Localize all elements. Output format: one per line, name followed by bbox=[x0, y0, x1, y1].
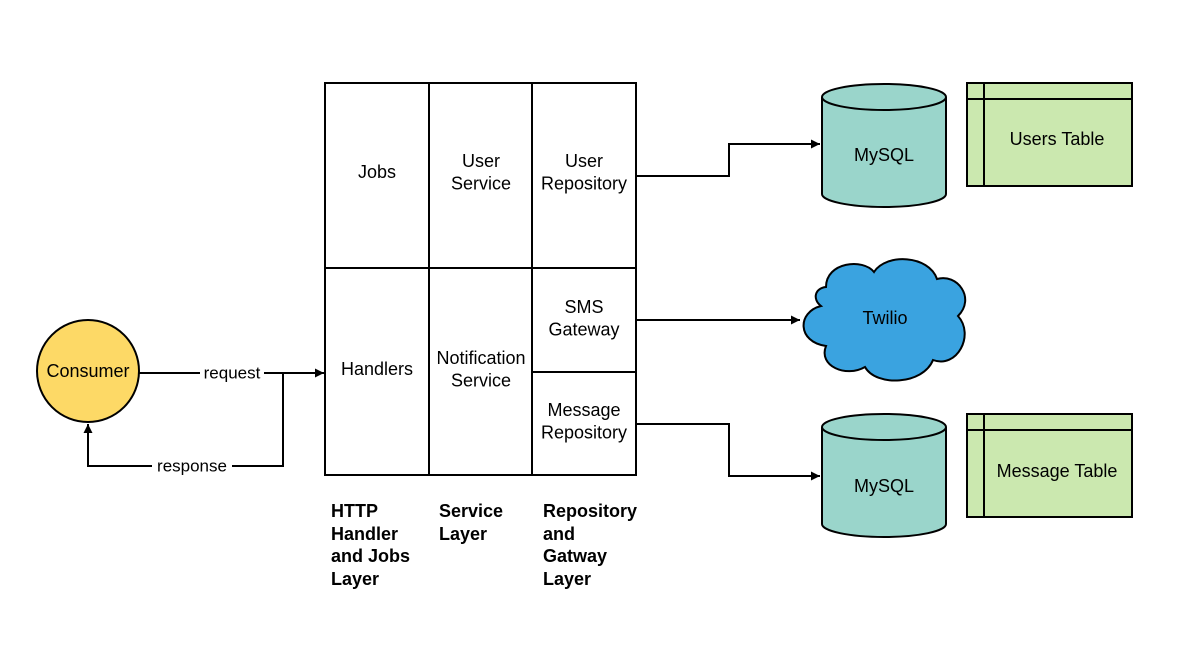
cell-line: Notification bbox=[436, 348, 525, 368]
cell-line: Repository bbox=[541, 422, 627, 442]
service-layer-label: Service Layer bbox=[439, 501, 504, 544]
users-table: Users Table bbox=[966, 82, 1133, 187]
cell-line: SMS bbox=[564, 297, 603, 317]
jobs-cell: Jobs bbox=[358, 162, 396, 182]
response-label: response bbox=[157, 457, 227, 476]
cell-line: User bbox=[462, 151, 500, 171]
consumer-label: Consumer bbox=[46, 361, 129, 381]
cell-line: Gateway bbox=[548, 319, 619, 339]
cell-line: Message bbox=[547, 400, 620, 420]
edge-label-bg bbox=[155, 456, 229, 476]
cell-line: Service bbox=[451, 173, 511, 193]
user-repo-to-mysql-edge bbox=[636, 139, 820, 177]
consumer-node: Consumer bbox=[36, 319, 140, 423]
cell-line: Repository bbox=[541, 173, 627, 193]
users-table-label: Users Table bbox=[1010, 129, 1105, 149]
handlers-cell: Handlers bbox=[341, 359, 413, 379]
message-table: Message Table bbox=[966, 413, 1133, 518]
mysql-users-label: MySQL bbox=[854, 145, 914, 165]
cell-line: Service bbox=[451, 370, 511, 390]
twilio-cloud: Twilio bbox=[802, 258, 966, 382]
edge-label-bg bbox=[201, 363, 263, 383]
handler-layer-label: HTTP Handler and Jobs Layer bbox=[331, 501, 411, 589]
request-label: request bbox=[204, 364, 261, 383]
cell-line: Handlers bbox=[341, 359, 413, 379]
mysql-users-db: MySQL bbox=[821, 83, 947, 208]
mysql-messages-db: MySQL bbox=[821, 413, 947, 538]
request-edge: request bbox=[139, 363, 324, 383]
cell-line: User bbox=[565, 151, 603, 171]
mysql-messages-label: MySQL bbox=[854, 476, 914, 496]
response-edge: response bbox=[83, 373, 284, 476]
twilio-label: Twilio bbox=[862, 308, 907, 328]
message-repo-to-mysql-edge bbox=[636, 423, 820, 481]
cell-line: Jobs bbox=[358, 162, 396, 182]
message-table-label: Message Table bbox=[997, 461, 1118, 481]
repository-layer-label: Repository and Gatway Layer bbox=[543, 501, 638, 589]
